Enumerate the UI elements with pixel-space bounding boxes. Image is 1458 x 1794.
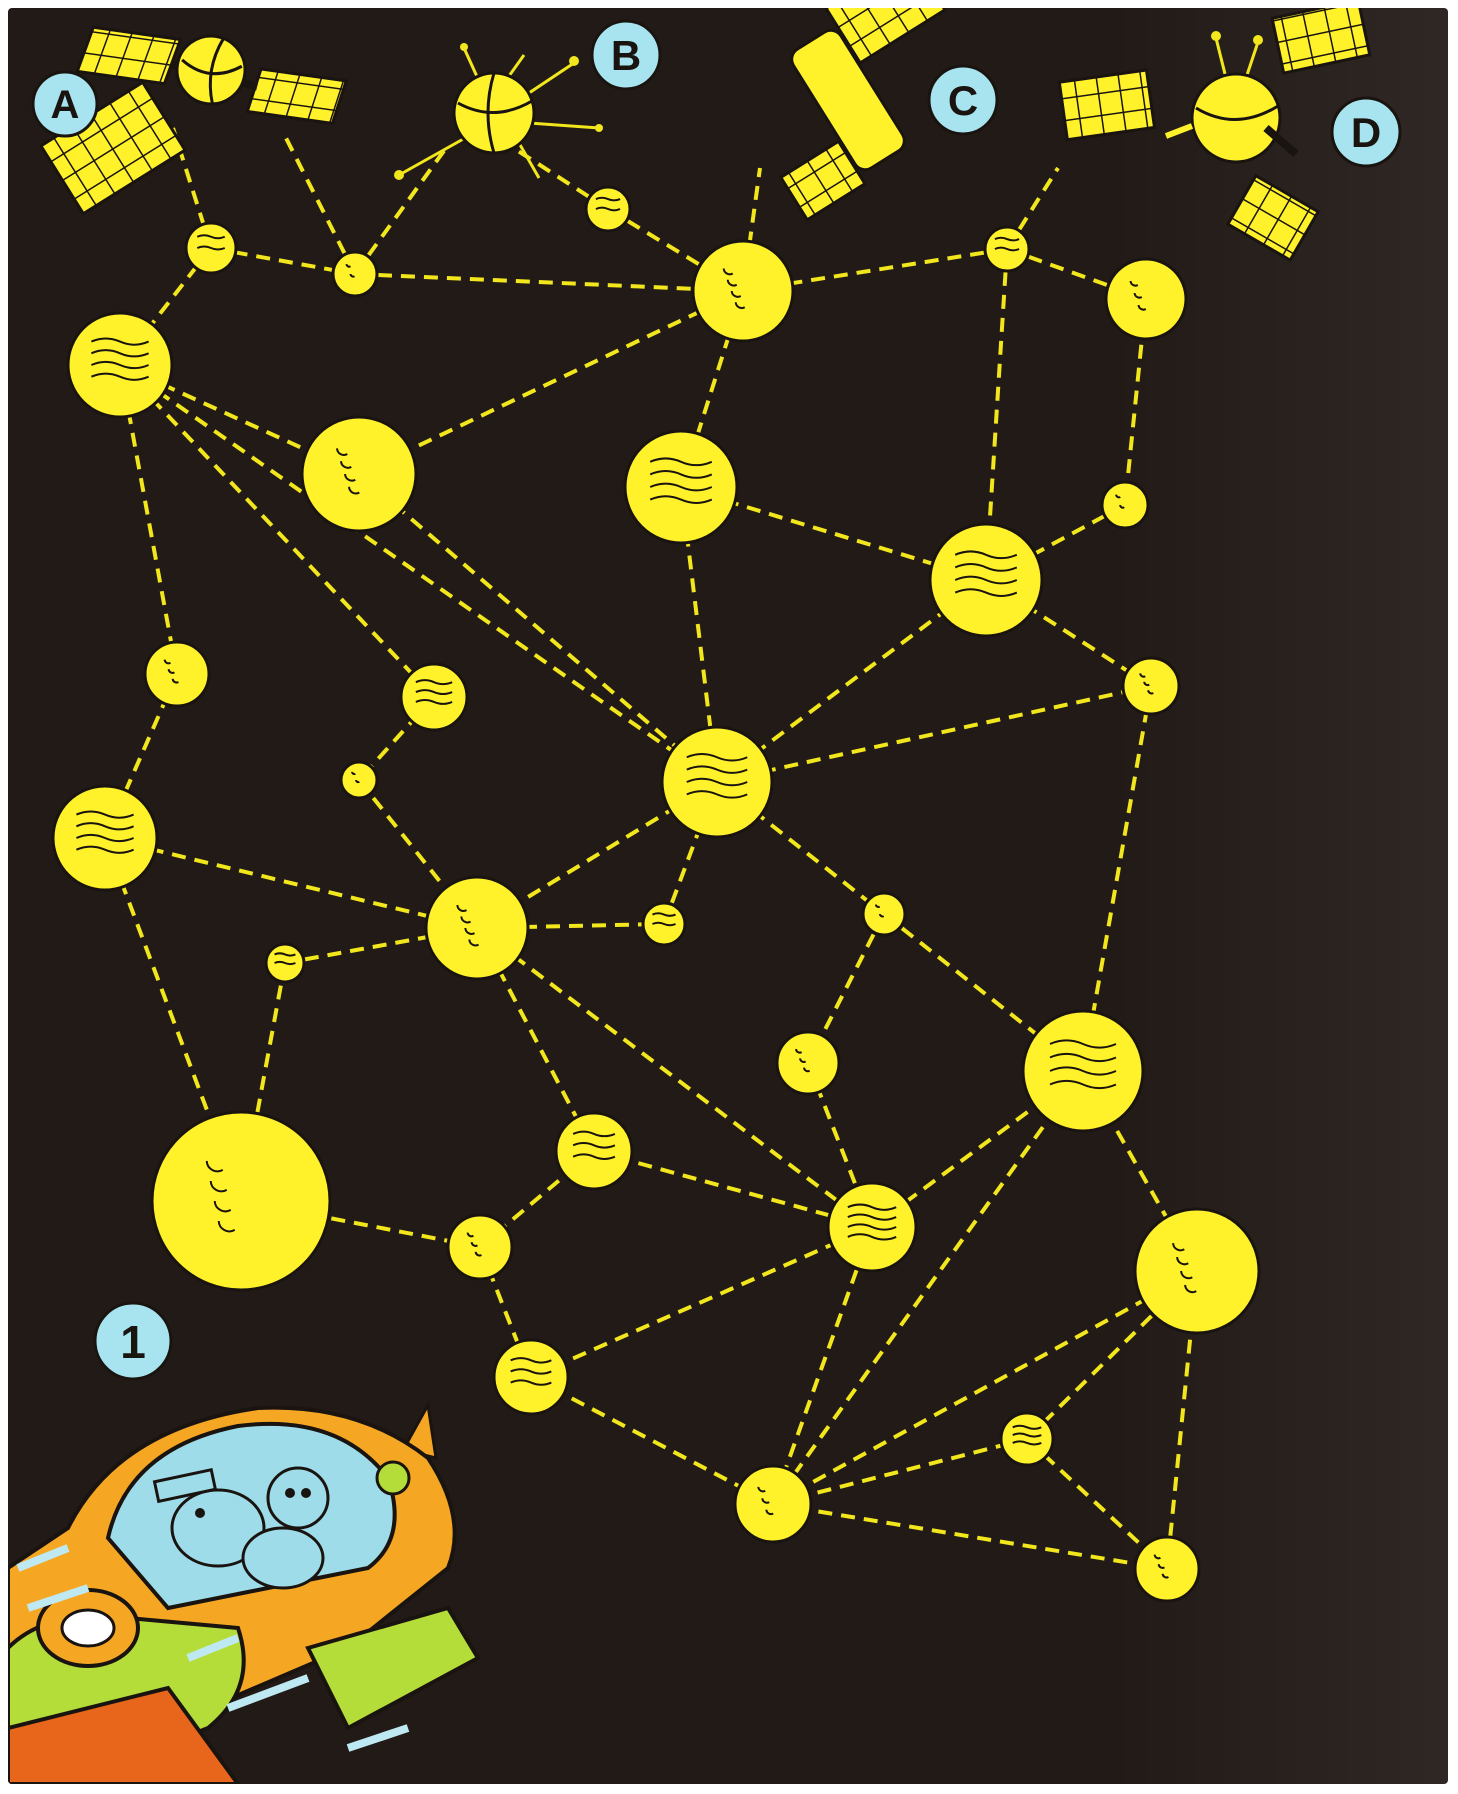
sputnik-icon	[394, 43, 603, 180]
planet[interactable]	[145, 642, 209, 706]
satellite-d[interactable]	[1059, 8, 1369, 260]
planet[interactable]	[1135, 1209, 1259, 1333]
maze-path	[355, 274, 743, 291]
maze-path	[773, 1271, 1197, 1504]
badge-a-label: A	[51, 83, 80, 127]
planet[interactable]	[401, 664, 467, 730]
planet[interactable]	[863, 893, 905, 935]
satellite-icon	[1059, 8, 1369, 260]
planet[interactable]	[930, 524, 1042, 636]
planet[interactable]	[556, 1113, 632, 1189]
planet[interactable]	[735, 1466, 811, 1542]
maze-path	[105, 838, 477, 928]
badge-b: B	[592, 21, 660, 89]
planet[interactable]	[1123, 658, 1179, 714]
badge-c-label: C	[948, 77, 978, 124]
space-maze: A B C D 1	[8, 8, 1448, 1784]
badge-b-label: B	[611, 32, 641, 79]
planet[interactable]	[777, 1032, 839, 1094]
start-marker-label: 1	[120, 1316, 146, 1368]
badge-d-label: D	[1351, 109, 1381, 156]
maze-path	[531, 1227, 872, 1377]
planet[interactable]	[266, 944, 304, 982]
planet[interactable]	[1106, 259, 1186, 339]
maze-path	[531, 1377, 773, 1504]
badge-d: D	[1332, 98, 1400, 166]
planet[interactable]	[68, 313, 172, 417]
planet[interactable]	[1023, 1011, 1143, 1131]
planet[interactable]	[426, 877, 528, 979]
planet[interactable]	[302, 417, 416, 531]
planet[interactable]	[152, 1112, 330, 1290]
badge-a: A	[33, 72, 97, 136]
planet[interactable]	[586, 187, 630, 231]
start-marker-icon: 1	[95, 1303, 171, 1379]
planet[interactable]	[1001, 1413, 1053, 1465]
planet[interactable]	[494, 1340, 568, 1414]
maze-paths	[105, 128, 1197, 1569]
satellite-b[interactable]	[394, 43, 603, 180]
maze-board: A B C D 1	[8, 8, 1448, 1784]
planet[interactable]	[1135, 1537, 1199, 1601]
planet[interactable]	[53, 786, 157, 890]
planet[interactable]	[985, 227, 1029, 271]
planet[interactable]	[643, 903, 685, 945]
planet[interactable]	[1102, 482, 1148, 528]
planet[interactable]	[662, 727, 772, 837]
planet[interactable]	[341, 762, 377, 798]
badge-c: C	[929, 66, 997, 134]
planet[interactable]	[186, 223, 236, 273]
planet[interactable]	[693, 241, 793, 341]
maze-path	[773, 1504, 1167, 1569]
rocket-ship-icon[interactable]	[8, 1405, 478, 1784]
planet[interactable]	[828, 1183, 916, 1271]
planet[interactable]	[448, 1215, 512, 1279]
planet[interactable]	[333, 252, 377, 296]
planet[interactable]	[625, 431, 737, 543]
